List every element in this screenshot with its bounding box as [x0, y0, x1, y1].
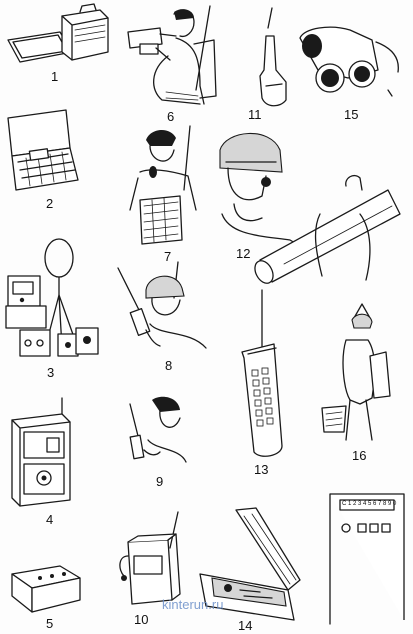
- figure-wall-control-panel: [329, 493, 405, 625]
- figure-number-3: 3: [47, 365, 55, 380]
- figure-15-binoculars: [299, 26, 399, 97]
- figure-10-canister-radio: [119, 511, 181, 605]
- figure-16-soldier-with-bags: [321, 303, 391, 441]
- figure-2-briefcase-set: [7, 109, 79, 191]
- figure-number-10: 10: [134, 612, 149, 627]
- figure-14-suitcase-transceiver: [199, 507, 301, 621]
- figure-4-equipment-cabinet: [11, 397, 71, 507]
- figure-number-9: 9: [156, 474, 164, 489]
- figure-number-6: 6: [167, 109, 175, 124]
- figure-number-1: 1: [51, 69, 59, 84]
- figure-8-soldier-with-radio: [117, 261, 207, 349]
- figure-13-portable-handset: [241, 289, 283, 457]
- figure-11-hook-device: [259, 7, 287, 107]
- figure-12-tank-crewman: [219, 132, 301, 247]
- figure-soldier-with-tube: [254, 174, 401, 284]
- figure-1-case-and-tray: [7, 3, 109, 63]
- figure-3-loop-antenna-station: [5, 238, 99, 357]
- figure-6-camera-operator: [127, 5, 217, 105]
- figure-number-7: 7: [164, 249, 172, 264]
- figure-5-small-unit: [11, 565, 81, 613]
- figure-number-2: 2: [46, 196, 54, 211]
- panel-digit-readout: C 1 2 3 4 5 6 7 8 9 0: [342, 501, 397, 507]
- figure-number-13: 13: [254, 462, 269, 477]
- figure-9-man-with-handheld: [129, 396, 187, 463]
- figure-number-11: 11: [248, 107, 262, 122]
- figure-number-12: 12: [236, 246, 251, 261]
- figure-number-8: 8: [165, 358, 173, 373]
- figure-number-4: 4: [46, 512, 54, 527]
- figure-number-14: 14: [238, 618, 253, 633]
- figure-number-16: 16: [352, 448, 367, 463]
- figure-number-5: 5: [46, 616, 54, 631]
- site-watermark: kinterun.ru: [162, 597, 224, 612]
- figure-number-15: 15: [344, 107, 359, 122]
- figure-7-radio-operator: [129, 125, 197, 245]
